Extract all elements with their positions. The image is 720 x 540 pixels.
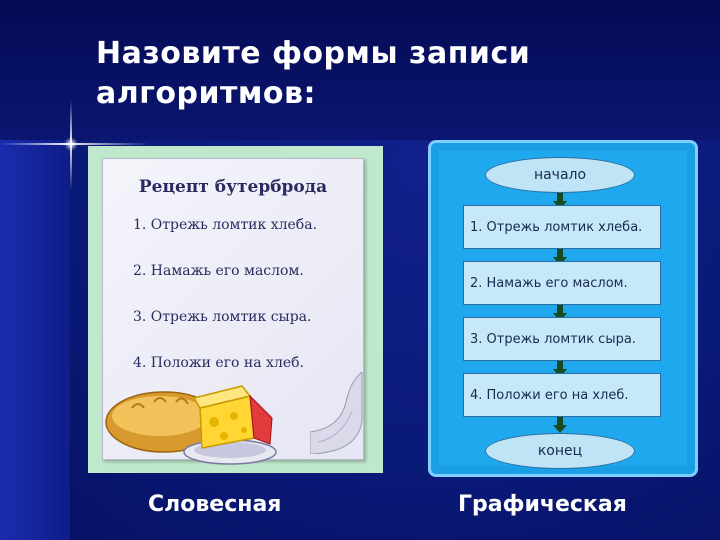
flowchart-area: начало 1. Отрежь ломтик хлеба. 2. Намажь… [439,151,687,469]
recipe-panel: Рецепт бутерброда 1. Отрежь ломтик хлеба… [88,146,383,473]
plate-icon [183,439,277,465]
slide-title-line1: Назовите формы записи [96,36,531,71]
flowchart-end: конец [485,433,635,469]
page-curl-icon [310,372,363,454]
flowchart-step-2: 2. Намажь его маслом. [463,261,661,305]
flowchart-step-4: 4. Положи его на хлеб. [463,373,661,417]
cheese-icon [192,385,273,449]
caption-graphical: Графическая [458,492,627,517]
recipe-step-2: 2. Намажь его маслом. [133,263,304,279]
slide-title: Назовите формы записи алгоритмов: [96,34,656,114]
light-flare-center [64,137,78,151]
caption-verbal: Словесная [148,492,282,517]
title-band [0,0,720,140]
recipe-step-4: 4. Положи его на хлеб. [133,355,305,371]
flowchart-panel: начало 1. Отрежь ломтик хлеба. 2. Намажь… [428,140,698,477]
slide-title-line2: алгоритмов: [96,76,316,111]
bread-icon [105,391,223,453]
flowchart-step-3: 3. Отрежь ломтик сыра. [463,317,661,361]
left-band [0,140,70,540]
recipe-step-1: 1. Отрежь ломтик хлеба. [133,217,318,233]
sandwich-illustration [105,385,277,465]
recipe-step-3: 3. Отрежь ломтик сыра. [133,309,312,325]
recipe-title: Рецепт бутерброда [138,177,328,197]
flowchart-start: начало [485,157,635,193]
arrow-down-icon [553,417,567,433]
flowchart-step-1: 1. Отрежь ломтик хлеба. [463,205,661,249]
